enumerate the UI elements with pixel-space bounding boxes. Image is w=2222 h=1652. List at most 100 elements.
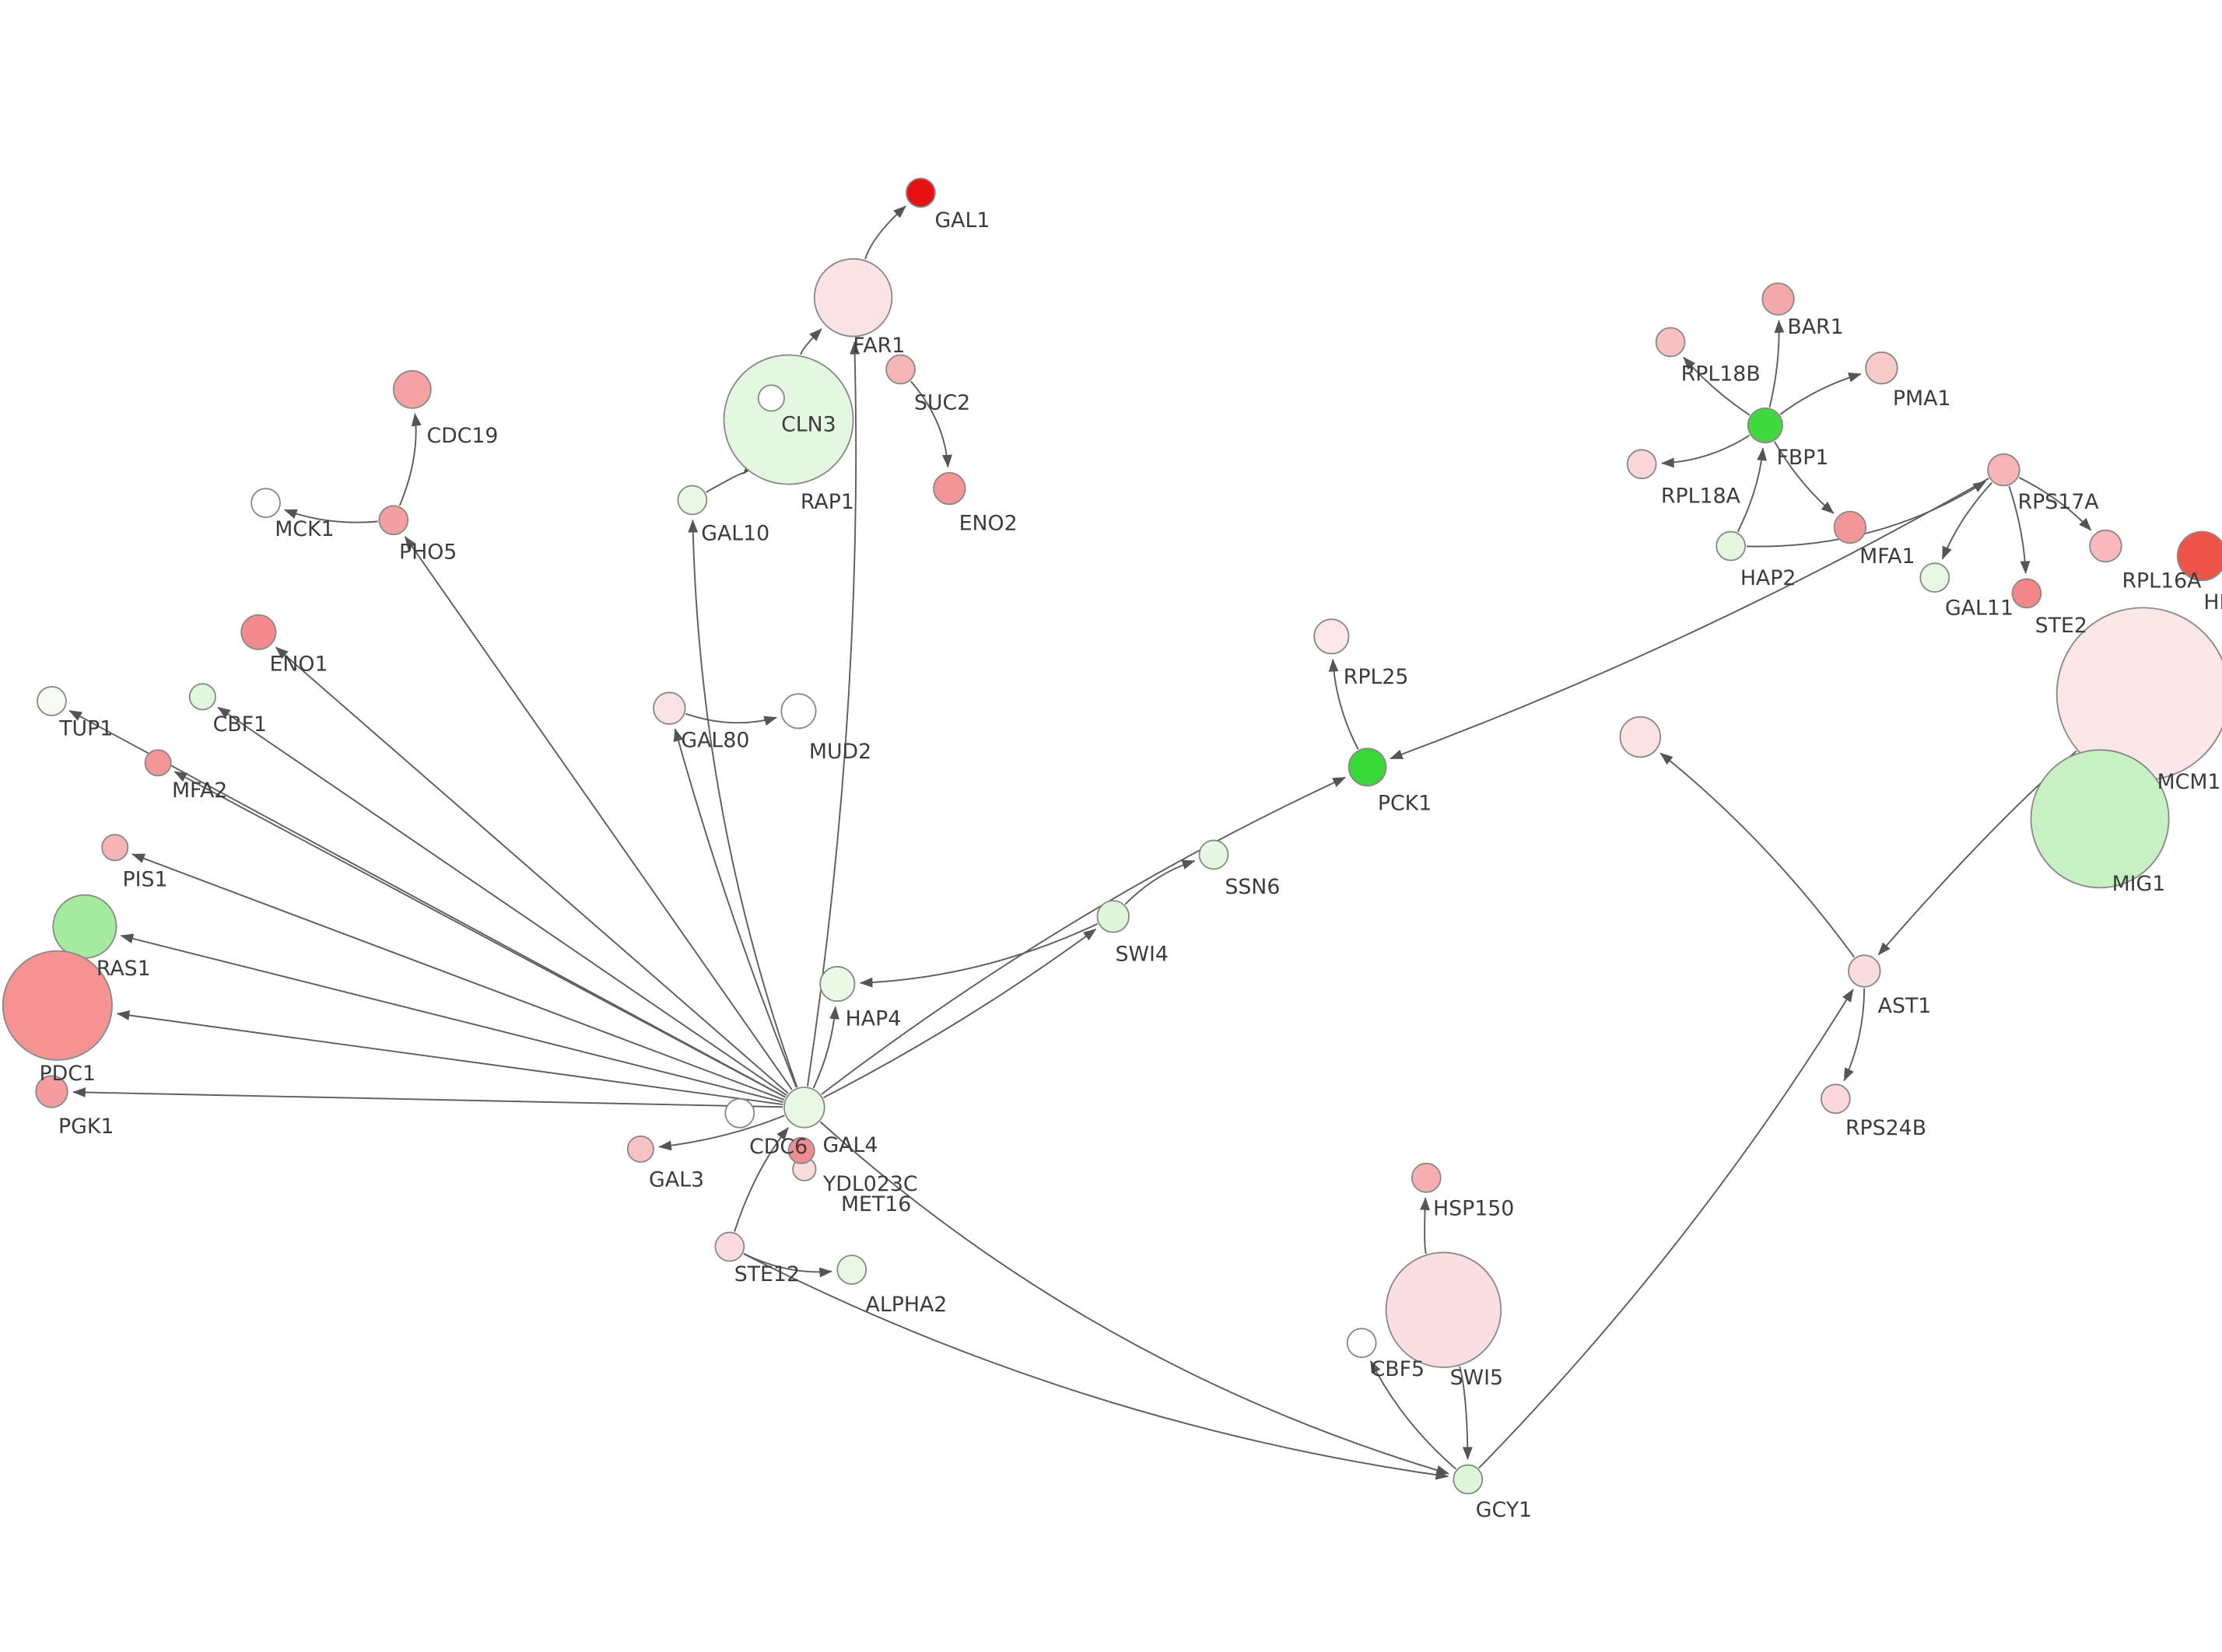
node-SUC2[interactable] <box>885 354 916 385</box>
node-label-STE2: STE2 <box>2035 614 2087 638</box>
node-RPL18A[interactable] <box>1626 449 1657 480</box>
edge-SWI5-GCY1[interactable] <box>1459 1366 1473 1461</box>
edge-GCY1-AST1[interactable] <box>1478 989 1854 1469</box>
node-label-PCK1: PCK1 <box>1378 792 1432 816</box>
node-PGK1[interactable] <box>35 1075 68 1108</box>
node-CLN3[interactable] <box>723 354 854 485</box>
node-GAL4[interactable] <box>783 1087 825 1129</box>
node-RPL25[interactable] <box>1313 618 1350 655</box>
node-SWI4[interactable] <box>1096 900 1130 933</box>
edge-SUC2-ENO2[interactable] <box>910 380 952 468</box>
node-GAL80[interactable] <box>653 691 686 725</box>
edge-GAL4-PIS1[interactable] <box>131 853 785 1101</box>
node-RPL18B[interactable] <box>1655 327 1686 358</box>
edge-RPS17A-STE2[interactable] <box>2008 485 2031 575</box>
edge-GAL4-HAP4[interactable] <box>812 1006 839 1089</box>
node-PMA1[interactable] <box>1865 351 1898 385</box>
edge-GAL4-MFA2[interactable] <box>173 771 786 1098</box>
node-MFA2[interactable] <box>144 749 172 777</box>
node-SWI5[interactable] <box>1385 1251 1502 1368</box>
edge-PCK1-RPL25[interactable] <box>1328 658 1359 750</box>
edge-GAL4-PHO5[interactable] <box>404 536 793 1090</box>
edge-AST1-UNNAMED[interactable] <box>1659 752 1856 958</box>
node-FBP1[interactable] <box>1747 407 1783 443</box>
edge-GAL4-SWI4[interactable] <box>823 928 1097 1099</box>
edge-GAL4-ENO1[interactable] <box>275 646 789 1094</box>
edge-GAL10-CLN3[interactable] <box>706 460 755 493</box>
node-STE12[interactable] <box>714 1231 745 1262</box>
edge-SWI4-SSN6[interactable] <box>1124 859 1196 905</box>
edge-STE12-GCY1[interactable] <box>743 1253 1449 1480</box>
node-YDL023C[interactable] <box>787 1136 815 1164</box>
node-CDC19[interactable] <box>392 369 432 409</box>
edge-FBP1-RPL18B[interactable] <box>1683 356 1751 416</box>
node-GAL3[interactable] <box>626 1135 654 1163</box>
edge-FBP1-MFA1[interactable] <box>1774 441 1835 514</box>
node-PCK1[interactable] <box>1348 747 1387 787</box>
node-RAP1[interactable] <box>757 384 785 412</box>
node-ALPHA2[interactable] <box>836 1255 867 1285</box>
node-MCK1[interactable] <box>251 488 281 518</box>
edge-GAL4-PCK1[interactable] <box>821 776 1346 1095</box>
edge-SWI5-HSP150[interactable] <box>1420 1197 1430 1255</box>
edge-CLN3-FAR1[interactable] <box>800 328 822 355</box>
node-AST1[interactable] <box>1848 954 1881 988</box>
node-CDC6[interactable] <box>724 1097 755 1129</box>
edge-AST1-RPS24B[interactable] <box>1843 988 1866 1082</box>
node-GCY1[interactable] <box>1453 1464 1484 1495</box>
edge-GAL80-MUD2[interactable] <box>685 712 777 726</box>
node-PIS1[interactable] <box>101 834 129 862</box>
edge-HAP2-RPS17A[interactable] <box>1746 481 1986 548</box>
node-PDC1[interactable] <box>2 950 113 1061</box>
node-TUP1[interactable] <box>37 686 67 716</box>
node-GAL11[interactable] <box>1919 562 1950 593</box>
node-HAP2[interactable] <box>1716 530 1746 562</box>
node-RAS1[interactable] <box>52 894 117 959</box>
edge-GAL4-PDC1[interactable] <box>116 1010 783 1106</box>
edge-STE12-GAL4[interactable] <box>734 1127 789 1232</box>
edge-GAL4-RAS1[interactable] <box>120 933 784 1104</box>
node-MIG1[interactable] <box>2030 749 2170 889</box>
edge-PHO5-MCK1[interactable] <box>283 509 378 523</box>
node-GAL10[interactable] <box>677 485 708 516</box>
edge-RPS17A-PCK1[interactable] <box>1390 478 1989 760</box>
edge-GAL4-PGK1[interactable] <box>72 1087 783 1108</box>
edge-FAR1-GAL1[interactable] <box>864 205 906 260</box>
edge-SWI4-HAP4[interactable] <box>859 922 1099 988</box>
edge-FBP1-PMA1[interactable] <box>1779 373 1862 415</box>
node-HSP150[interactable] <box>1411 1162 1442 1193</box>
node-MUD2[interactable] <box>780 693 817 730</box>
node-FAR1[interactable] <box>813 257 893 338</box>
edge-FBP1-RPL18A[interactable] <box>1661 434 1751 468</box>
edge-GCY1-CBF5[interactable] <box>1369 1360 1457 1470</box>
edge-RPS17A-RPL16A[interactable] <box>2018 477 2092 531</box>
node-STE2[interactable] <box>2011 578 2042 609</box>
node-PHO5[interactable] <box>378 505 409 536</box>
node-RPS17A[interactable] <box>1987 453 2020 487</box>
node-label-RPL18B: RPL18B <box>1681 362 1761 387</box>
node-RPL16A[interactable] <box>2089 529 2122 563</box>
edge-GAL4-GCY1[interactable] <box>819 1121 1449 1475</box>
node-RPS24B[interactable] <box>1821 1083 1851 1115</box>
node-ENO1[interactable] <box>240 614 277 650</box>
node-HIS4[interactable] <box>2176 530 2222 582</box>
edge-HAP2-FBP1[interactable] <box>1737 447 1767 533</box>
node-BAR1[interactable] <box>1761 282 1795 316</box>
node-ENO2[interactable] <box>933 471 966 506</box>
edge-FBP1-BAR1[interactable] <box>1768 320 1785 408</box>
edge-GAL4-GAL3[interactable] <box>658 1115 785 1151</box>
node-GAL1[interactable] <box>906 177 936 208</box>
node-HAP4[interactable] <box>819 966 856 1003</box>
node-MFA1[interactable] <box>1833 510 1867 544</box>
edge-PHO5-CDC19[interactable] <box>398 413 422 506</box>
node-UNNAMED[interactable] <box>1619 716 1662 758</box>
node-SSN6[interactable] <box>1198 839 1229 870</box>
node-CBF5[interactable] <box>1346 1328 1377 1359</box>
edge-RPS17A-GAL11[interactable] <box>1941 481 1993 560</box>
edge-GAL4-GAL80[interactable] <box>673 728 797 1088</box>
edge-GAL4-CBF1[interactable] <box>217 706 787 1097</box>
node-CBF1[interactable] <box>188 683 216 711</box>
edge-GAL4-GAL10[interactable] <box>688 519 798 1088</box>
